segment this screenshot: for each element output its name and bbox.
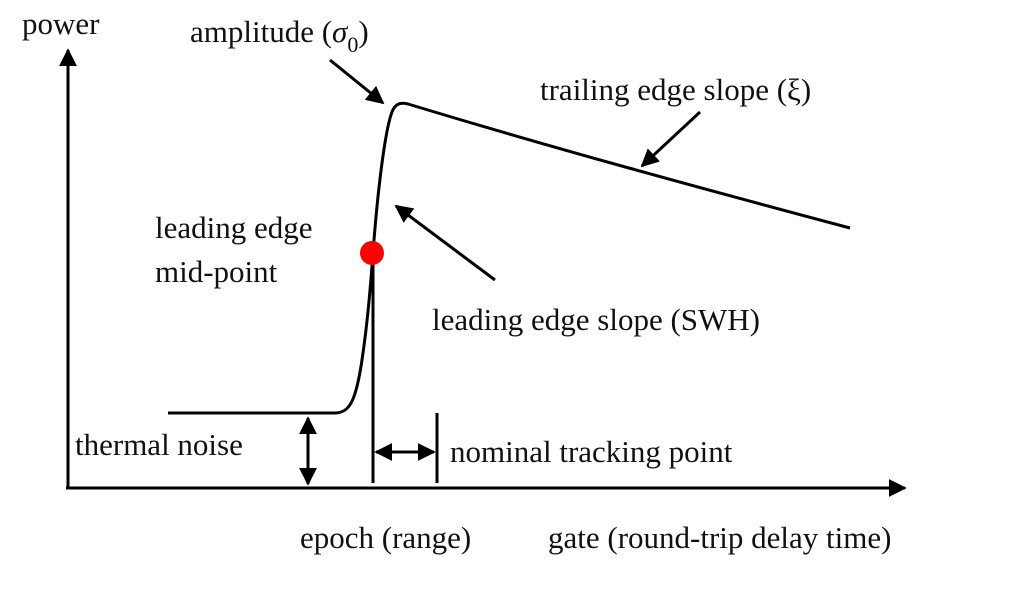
waveform-curve — [168, 101, 851, 415]
leading-edge-slope-label: leading edge slope (SWH) — [432, 302, 760, 337]
leading-edge-slope-arrow — [394, 204, 496, 282]
y-axis-label: power — [22, 6, 100, 41]
leading-edge-mid-label-1: leading edge — [155, 210, 313, 245]
leading-edge-mid-label-2: mid-point — [155, 254, 278, 289]
thermal-noise-label: thermal noise — [75, 427, 243, 462]
trailing-edge-arrow — [640, 110, 702, 168]
leading-edge-midpoint-marker — [360, 241, 384, 265]
amplitude-arrow — [329, 58, 385, 105]
trailing-edge-label: trailing edge slope (ξ) — [540, 72, 811, 107]
x-axis-label: gate (round-trip delay time) — [548, 520, 891, 555]
amplitude-label: amplitude (σ0) — [190, 14, 369, 57]
tracking-point-label: nominal tracking point — [450, 434, 733, 469]
epoch-label: epoch (range) — [300, 520, 471, 555]
